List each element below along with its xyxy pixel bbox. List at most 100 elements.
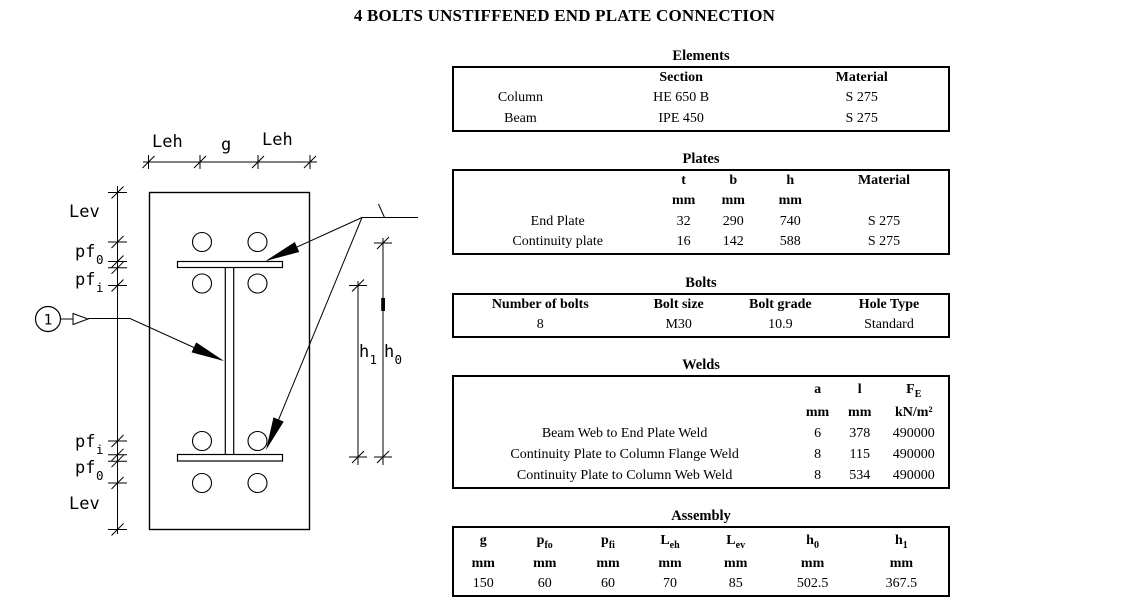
cell: pfi [601,532,615,551]
cell: 490000 [892,425,935,441]
dim-label-lev-top: Lev [69,202,100,222]
cell: mm [800,555,825,571]
cell: Number of bolts [491,296,589,312]
cell: kN/m² [894,404,933,420]
bolts-table: Bolts Number of bolts Bolt size Bolt gra… [452,275,950,338]
assembly-table-title: Assembly [671,508,731,524]
cell: 60 [537,576,552,592]
cell: S 275 [867,234,901,250]
cell: 60 [600,576,615,592]
beam-top-flange [176,260,284,269]
header-row: t b h Material [453,170,949,192]
cell: mm [805,404,830,420]
welds-table-title: Welds [682,357,720,373]
cell: mm [889,555,914,571]
cell: Section [659,69,703,85]
bolts-grid: Number of bolts Bolt size Bolt grade Hol… [452,293,950,338]
cell: Material [857,172,911,188]
cell: 490000 [892,447,935,463]
cell: 8 [814,447,822,463]
cell: 740 [779,213,801,229]
cell: Column [497,90,544,106]
cell: 8 [814,468,822,484]
cell: Hole Type [858,296,920,312]
cell: mm [671,193,696,209]
cell: Continuity Plate to Column Flange Weld [510,447,739,463]
table-row: Continuity Plate to Column Flange Weld 8… [453,445,949,467]
bolt-hole [247,231,268,253]
cell: Bolt size [653,296,704,312]
cell: 16 [676,234,691,250]
cell: Beam Web to End Plate Weld [541,425,708,441]
weld-arrowhead-bottom [266,417,284,450]
cell [453,67,587,89]
cell: Leh [660,532,680,551]
plates-grid: t b h Material mm mm mm End Plate 32 290… [452,169,950,255]
assembly-grid: g pfo pfi Leh Lev h0 h1 mm mm mm mm mm m… [452,526,950,597]
cell [820,192,949,213]
table-row: End Plate 32 290 740 S 275 [453,212,949,233]
dim-label-leh-left: Leh [152,132,183,152]
cell: 85 [728,576,743,592]
dim-ticks-left [108,186,127,536]
dim-label-pf0-upper-sub: 0 [96,252,104,267]
dim-label-h1: h [359,342,369,362]
cell: Continuity Plate to Column Web Weld [516,468,733,484]
cell: mm [658,555,682,571]
cell: 8 [536,317,544,333]
end-plate-outline [148,191,311,531]
cell: mm [533,555,557,571]
cell: t [681,172,686,188]
cell: Standard [864,317,914,333]
plates-table-title: Plates [682,151,720,167]
bolt-hole [191,430,213,452]
cell: Beam [504,110,537,126]
dim-label-pfi-upper: pf [75,270,95,290]
cell: h [786,172,795,188]
header-row: Section Material [453,67,949,89]
dim-label-pfi-upper-sub: i [96,280,104,295]
weld-arrowhead-top [265,242,300,261]
bolt-hole [191,231,213,253]
cell: h1 [894,532,908,551]
cell: b [729,172,738,188]
cell: 367.5 [885,576,918,592]
dim-label-pf0-lower: pf [75,458,95,478]
cell: IPE 450 [658,110,704,126]
elements-table-title: Elements [672,48,730,64]
bolt-hole [247,430,268,452]
cell: 32 [676,213,691,229]
cell: FE [906,381,922,400]
cell [453,376,795,403]
table-row: Column HE 650 B S 275 [453,89,949,110]
dim-label-pfi-lower: pf [75,432,95,452]
units-row: mm mm kN/m² [453,403,949,424]
dim-label-pfi-lower-sub: i [96,442,104,457]
dim-label-h1-sub: 1 [370,352,378,367]
page-title: 4 BOLTS UNSTIFFENED END PLATE CONNECTION [353,6,776,25]
dim-label-pf0-upper: pf [75,242,95,262]
elements-table: Elements Section Material Column HE 650 … [452,48,950,132]
table-row: Beam IPE 450 S 275 [453,109,949,131]
cell: mm [724,555,748,571]
dim-label-leh-right: Leh [262,130,293,150]
dim-ticks-top [142,155,317,169]
cell: 490000 [892,468,935,484]
cell: Bolt grade [749,296,812,312]
cell: mm [471,555,495,571]
cell: mm [848,404,872,420]
cell: mm [778,193,802,209]
connection-diagram: Leh g Leh Lev pf 0 pf i pf i pf 0 Lev h … [34,130,418,536]
balloon-number: 1 [44,313,53,329]
cell: l [857,381,862,397]
cell: Continuity plate [512,234,603,250]
cell: 502.5 [796,576,829,592]
cell: 10.9 [768,317,793,333]
cell: mm [596,555,620,571]
cell [453,170,661,192]
cell: 588 [779,234,801,250]
welds-grid: a l FE mm mm kN/m² Beam Web to End Plate… [452,375,950,489]
elements-grid: Section Material Column HE 650 B S 275 B… [452,66,950,132]
cell: 378 [849,425,871,441]
dim-ticks-h0 [374,236,392,464]
